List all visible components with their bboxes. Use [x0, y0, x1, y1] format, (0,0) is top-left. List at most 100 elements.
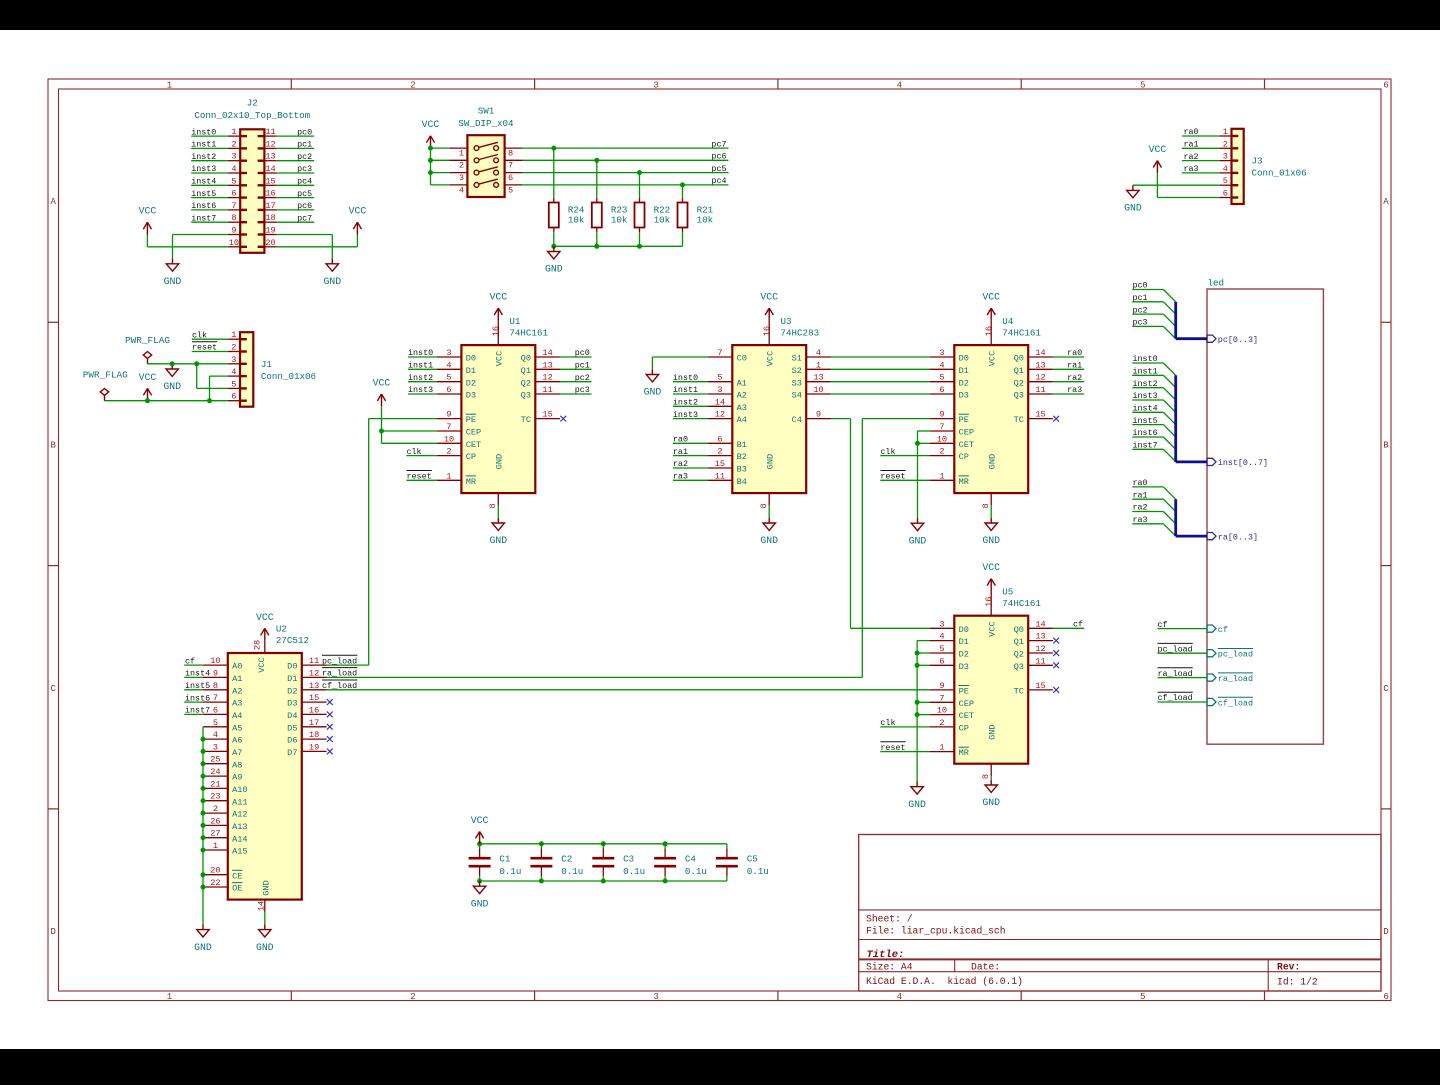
svg-text:1: 1: [231, 127, 236, 137]
svg-text:ra3: ra3: [1184, 164, 1199, 174]
svg-text:reset: reset: [192, 343, 217, 353]
svg-text:1: 1: [446, 471, 451, 481]
svg-text:3: 3: [459, 173, 464, 183]
svg-text:28: 28: [253, 640, 263, 650]
svg-text:VCC: VCC: [982, 562, 1000, 573]
svg-text:Sheet: /: Sheet: /: [866, 914, 913, 925]
svg-text:3: 3: [1223, 152, 1228, 162]
svg-text:ra2: ra2: [1133, 503, 1148, 513]
svg-text:pc1: pc1: [297, 140, 312, 150]
svg-text:inst1: inst1: [408, 361, 433, 371]
svg-text:ra_load: ra_load: [1158, 669, 1193, 679]
svg-text:D1: D1: [287, 674, 297, 684]
svg-text:8: 8: [508, 149, 513, 159]
svg-text:22: 22: [210, 878, 220, 888]
svg-text:KiCad E.D.A. kicad (6.0.1): KiCad E.D.A. kicad (6.0.1): [866, 976, 1023, 987]
svg-text:6: 6: [1383, 992, 1388, 1002]
svg-text:5: 5: [717, 373, 722, 383]
svg-text:GND: GND: [489, 535, 507, 546]
svg-text:GND: GND: [988, 454, 998, 469]
svg-text:20: 20: [265, 238, 275, 248]
svg-text:Q1: Q1: [521, 366, 531, 376]
svg-text:inst2: inst2: [191, 152, 216, 162]
svg-text:pc5: pc5: [711, 164, 726, 174]
svg-text:21: 21: [210, 779, 220, 789]
svg-text:reset: reset: [880, 472, 905, 482]
svg-text:inst2: inst2: [1133, 379, 1158, 389]
svg-text:0.1u: 0.1u: [685, 866, 707, 877]
svg-text:inst2: inst2: [408, 373, 433, 383]
svg-text:clk: clk: [880, 718, 895, 728]
svg-text:3: 3: [939, 619, 944, 629]
svg-text:C2: C2: [561, 854, 572, 865]
svg-text:S1: S1: [792, 354, 802, 364]
svg-text:D3: D3: [466, 391, 476, 401]
svg-text:ra3: ra3: [673, 472, 688, 482]
svg-text:6: 6: [231, 189, 236, 199]
svg-text:5: 5: [1223, 176, 1228, 186]
svg-text:15: 15: [309, 693, 319, 703]
svg-text:5: 5: [939, 644, 944, 654]
svg-text:D2: D2: [959, 378, 969, 388]
svg-text:pc0: pc0: [575, 348, 590, 358]
svg-text:Q0: Q0: [1014, 354, 1024, 364]
svg-text:5: 5: [446, 373, 451, 383]
svg-text:27C512: 27C512: [276, 635, 309, 646]
svg-text:B4: B4: [737, 477, 747, 487]
svg-text:D2: D2: [287, 686, 297, 696]
svg-text:ra3: ra3: [1133, 515, 1148, 525]
svg-text:led: led: [1208, 277, 1225, 288]
svg-text:A4: A4: [737, 415, 747, 425]
svg-text:D3: D3: [959, 391, 969, 401]
svg-text:cf: cf: [1158, 620, 1168, 630]
svg-text:9: 9: [446, 410, 451, 420]
svg-text:15: 15: [265, 176, 275, 186]
svg-text:OE: OE: [232, 884, 242, 894]
svg-text:D: D: [50, 927, 55, 937]
svg-text:A13: A13: [232, 822, 247, 832]
svg-text:GND: GND: [262, 880, 272, 895]
svg-text:20: 20: [210, 866, 220, 876]
svg-text:GND: GND: [1124, 203, 1142, 214]
svg-text:2: 2: [446, 447, 451, 457]
svg-text:D1: D1: [959, 366, 969, 376]
svg-text:5: 5: [1140, 992, 1145, 1002]
svg-text:3: 3: [653, 992, 658, 1002]
svg-text:R21: R21: [697, 205, 714, 216]
svg-text:14: 14: [715, 397, 725, 407]
svg-text:9: 9: [213, 668, 218, 678]
svg-text:A1: A1: [737, 378, 747, 388]
svg-text:U2: U2: [276, 623, 287, 634]
svg-text:11: 11: [1035, 385, 1045, 395]
svg-text:C5: C5: [747, 854, 758, 865]
svg-text:Q2: Q2: [1014, 378, 1024, 388]
svg-text:VCC: VCC: [766, 351, 776, 366]
svg-text:pc1: pc1: [1133, 293, 1148, 303]
svg-text:R22: R22: [654, 205, 671, 216]
svg-text:13: 13: [813, 373, 823, 383]
svg-text:inst0: inst0: [191, 127, 216, 137]
svg-text:A12: A12: [232, 810, 247, 820]
svg-text:12: 12: [309, 668, 319, 678]
svg-text:Size: A4: Size: A4: [866, 961, 913, 972]
svg-text:19: 19: [265, 226, 275, 236]
svg-text:inst7: inst7: [191, 213, 216, 223]
svg-text:2: 2: [939, 718, 944, 728]
svg-text:S3: S3: [792, 378, 802, 388]
svg-text:10k: 10k: [654, 215, 671, 226]
svg-text:7: 7: [231, 201, 236, 211]
svg-text:inst7: inst7: [185, 706, 210, 716]
svg-text:16: 16: [265, 189, 275, 199]
svg-text:10: 10: [444, 434, 454, 444]
svg-text:inst0: inst0: [408, 348, 433, 358]
svg-text:11: 11: [265, 127, 275, 137]
svg-text:U3: U3: [781, 316, 792, 327]
svg-text:U1: U1: [509, 316, 521, 327]
svg-text:10k: 10k: [568, 215, 585, 226]
svg-text:7: 7: [213, 693, 218, 703]
svg-text:VCC: VCC: [256, 612, 274, 623]
svg-text:Q0: Q0: [521, 354, 531, 364]
svg-text:11: 11: [1035, 656, 1045, 666]
svg-text:15: 15: [542, 410, 552, 420]
svg-text:clk: clk: [880, 447, 895, 457]
